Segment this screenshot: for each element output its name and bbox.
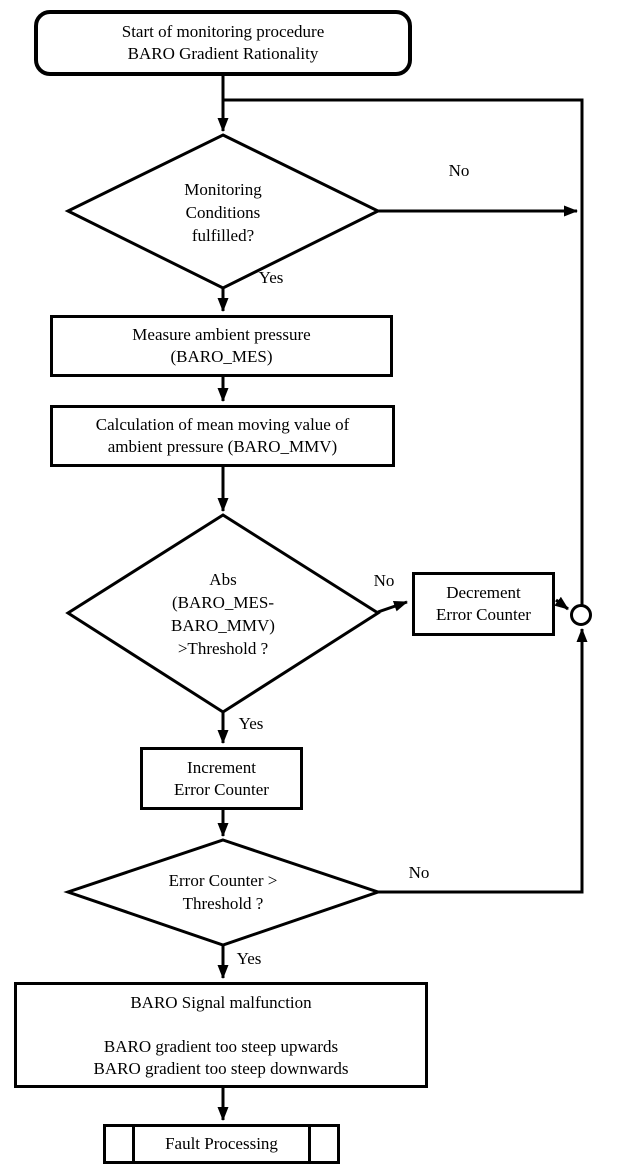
decision-error-counter-threshold xyxy=(63,838,383,947)
edge-label-monitoring-yes: Yes xyxy=(258,268,284,287)
start-node-label: Start of monitoring procedure BARO Gradi… xyxy=(121,22,325,63)
process-malfunction-label: BARO Signal malfunction BARO gradient to… xyxy=(93,993,349,1078)
process-increment-counter-label: Increment Error Counter xyxy=(174,757,269,799)
edge-label-counter-yes: Yes xyxy=(236,949,262,968)
decision-monitoring-conditions-label: Monitoring Conditions fulfilled? xyxy=(184,179,262,245)
edge-label-counter-no: No xyxy=(408,863,430,882)
predefined-right-rule xyxy=(308,1127,311,1161)
predefined-left-rule xyxy=(132,1127,135,1161)
edge-abs-no xyxy=(377,600,408,614)
process-increment-counter: Increment Error Counter xyxy=(140,747,303,810)
decision-abs-threshold-label: Abs (BARO_MES- BARO_MMV) >Threshold ? xyxy=(171,570,275,658)
start-node: Start of monitoring procedure BARO Gradi… xyxy=(34,10,412,76)
process-calc-mean-moving: Calculation of mean moving value of ambi… xyxy=(50,405,395,467)
predefined-fault-processing: Fault Processing xyxy=(103,1124,340,1164)
process-decrement-counter: Decrement Error Counter xyxy=(412,572,555,636)
process-measure-pressure-label: Measure ambient pressure (BARO_MES) xyxy=(132,325,311,366)
edge-decrement-to-junction xyxy=(554,596,569,611)
edge-label-monitoring-no: No xyxy=(448,161,470,180)
edge-label-abs-no: No xyxy=(373,571,395,590)
decision-error-counter-threshold-label: Error Counter > Threshold ? xyxy=(168,871,278,913)
junction-connector-circle xyxy=(570,604,592,626)
decision-monitoring-conditions xyxy=(64,133,382,290)
process-malfunction: BARO Signal malfunction BARO gradient to… xyxy=(14,982,428,1088)
edge-loopback-line xyxy=(223,98,584,605)
decision-abs-threshold xyxy=(65,513,381,714)
process-measure-pressure: Measure ambient pressure (BARO_MES) xyxy=(50,315,393,377)
process-decrement-counter-label: Decrement Error Counter xyxy=(436,583,531,624)
edge-counter-no xyxy=(375,628,588,894)
process-calc-mean-moving-label: Calculation of mean moving value of ambi… xyxy=(95,415,350,456)
edge-label-abs-yes: Yes xyxy=(238,714,264,733)
predefined-fault-processing-label: Fault Processing xyxy=(165,1134,278,1153)
